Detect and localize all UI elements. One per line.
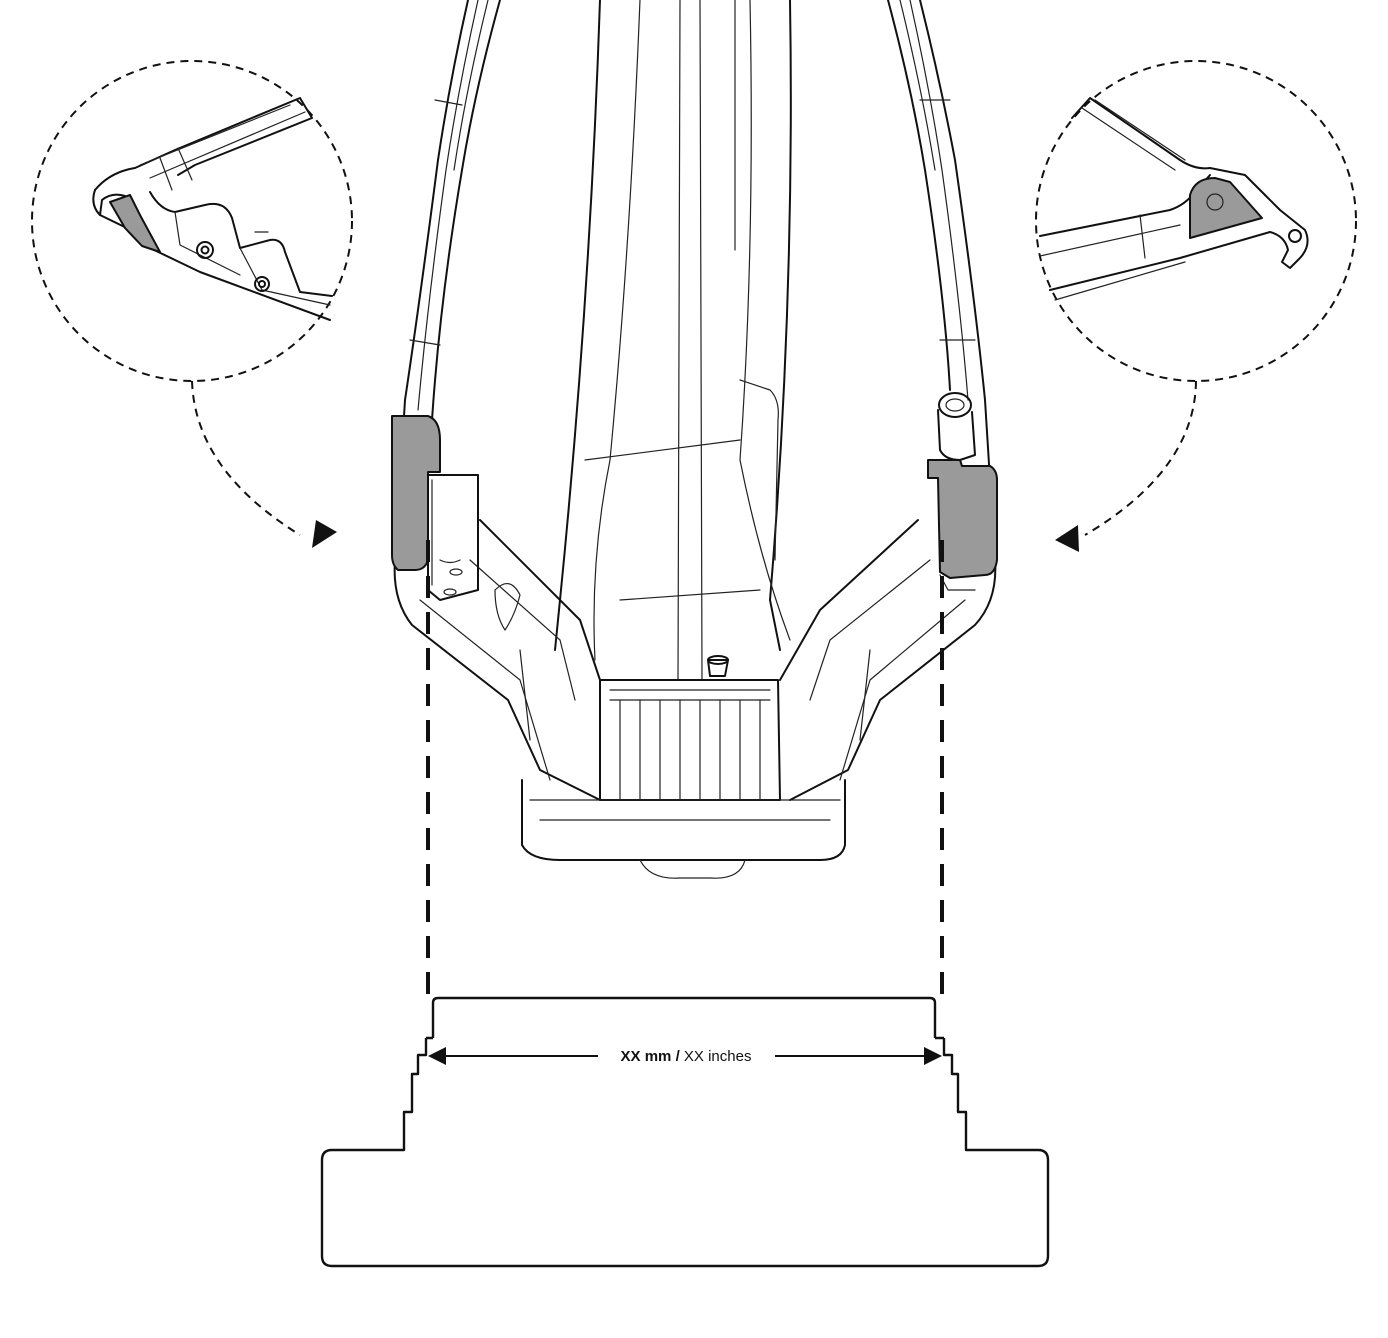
right-detail-contact-highlight	[1189, 177, 1263, 239]
dimension-label: XX mm / XX inches	[621, 1048, 752, 1065]
left-callout-leader	[191, 380, 301, 536]
left-detail-callout	[31, 60, 353, 548]
dimension-arrowhead-left	[428, 1047, 446, 1065]
dimension-value-bold: XX mm /	[621, 1048, 681, 1065]
right-callout-leader	[1084, 380, 1197, 536]
stand-top-plate	[431, 996, 937, 1038]
right-dropout-contact-highlight	[927, 459, 998, 579]
measurement-stand	[320, 996, 1050, 1268]
left-callout-arrowhead	[312, 520, 337, 548]
right-detail-callout	[1035, 60, 1357, 552]
left-detail-contact-highlight	[109, 194, 161, 253]
left-detail-circle	[31, 60, 353, 382]
dimension-arrowhead-right	[924, 1047, 942, 1065]
right-detail-circle	[1035, 60, 1357, 382]
right-dropout-detail	[1039, 97, 1309, 301]
fork-body	[391, 0, 998, 879]
stand-base	[320, 1038, 1050, 1268]
left-dropout-contact-highlight	[391, 415, 441, 571]
left-dropout-detail	[92, 97, 333, 321]
right-callout-arrowhead	[1055, 525, 1079, 552]
width-dimension: XX mm / XX inches	[428, 1047, 942, 1065]
dimension-value-rest: XX inches	[680, 1048, 752, 1065]
